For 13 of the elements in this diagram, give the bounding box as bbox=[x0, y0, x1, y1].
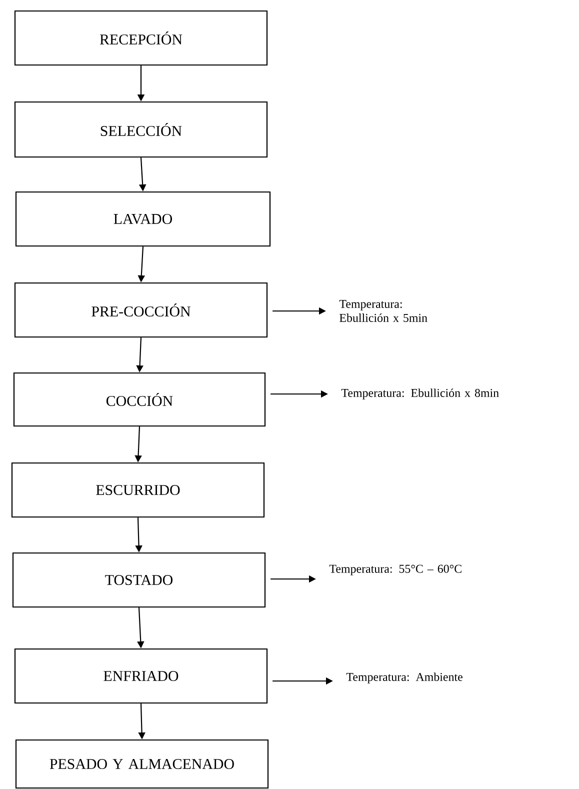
process-box: RECEPCIÓN bbox=[14, 10, 268, 66]
note-text: Temperatura: Ebullición x 5min bbox=[339, 300, 428, 322]
process-box: SELECCIÓN bbox=[14, 101, 268, 158]
process-box: PRE-COCCIÓN bbox=[14, 282, 268, 338]
process-box: TOSTADO bbox=[12, 552, 266, 608]
process-box: LAVADO bbox=[15, 191, 271, 247]
process-box: COCCIÓN bbox=[13, 372, 266, 427]
note-text: Temperatura: Ebullición x 8min bbox=[341, 388, 499, 400]
process-box: ENFRIADO bbox=[14, 648, 268, 704]
process-box: ESCURRIDO bbox=[11, 462, 265, 518]
note-text: Temperatura: Ambiente bbox=[346, 672, 462, 684]
note-text: Temperatura: 55°C – 60°C bbox=[329, 564, 462, 576]
process-box: PESADO Y ALMACENADO bbox=[15, 739, 269, 789]
